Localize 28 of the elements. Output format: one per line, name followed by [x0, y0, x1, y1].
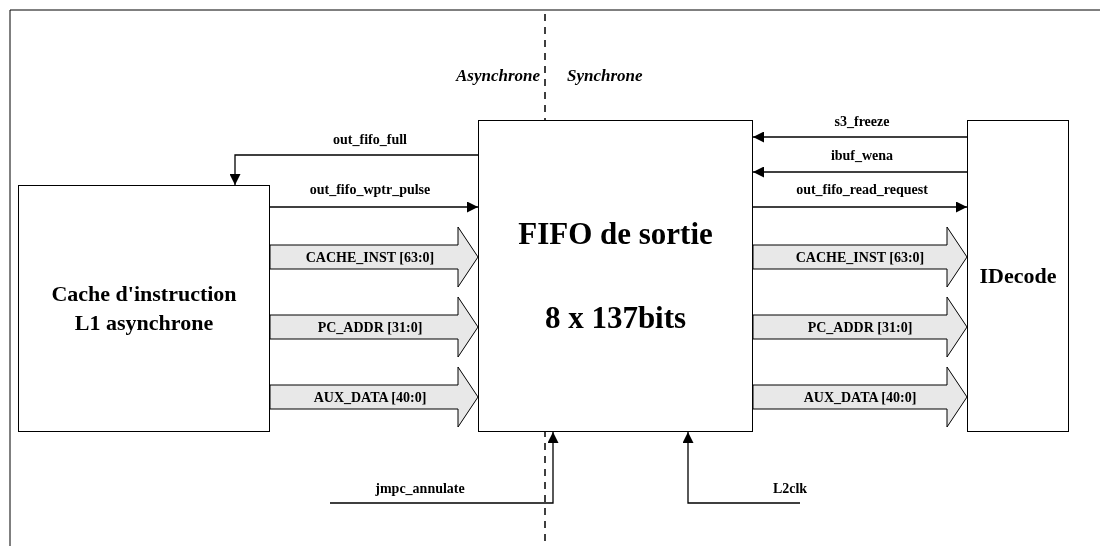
- signal-label: out_fifo_read_request: [794, 182, 930, 198]
- signal-arrow: [269, 201, 479, 213]
- block-label: Cache d'instruction L1 asynchrone: [50, 279, 238, 337]
- signal-arrow: [329, 431, 559, 504]
- signal-label: PC_ADDR [31:0]: [315, 320, 425, 336]
- signal-arrow: [682, 431, 801, 504]
- signal-arrow: [752, 131, 968, 143]
- block-box: [18, 185, 270, 432]
- signal-label: AUX_DATA [40:0]: [311, 390, 429, 406]
- block-box: [478, 120, 753, 432]
- signal-label: CACHE_INST [63:0]: [793, 250, 927, 266]
- block-label: IDecode: [979, 261, 1057, 290]
- domain-label: Asynchrone: [455, 66, 540, 86]
- block-box: [967, 120, 1069, 432]
- signal-label: out_fifo_wptr_pulse: [307, 182, 433, 198]
- block-label: FIFO de sortie: [518, 214, 713, 253]
- signal-arrow: [752, 201, 968, 213]
- signal-label: out_fifo_full: [331, 132, 409, 148]
- signal-arrow: [229, 154, 479, 186]
- signal-label: s3_freeze: [832, 114, 892, 130]
- domain-label: Synchrone: [567, 66, 643, 86]
- signal-label: CACHE_INST [63:0]: [303, 250, 437, 266]
- signal-label: jmpc_annulate: [373, 481, 467, 497]
- signal-label: PC_ADDR [31:0]: [805, 320, 915, 336]
- block-label: 8 x 137bits: [544, 299, 687, 337]
- signal-label: AUX_DATA [40:0]: [801, 390, 919, 406]
- signal-label: ibuf_wena: [828, 148, 896, 164]
- signal-arrow: [752, 166, 968, 178]
